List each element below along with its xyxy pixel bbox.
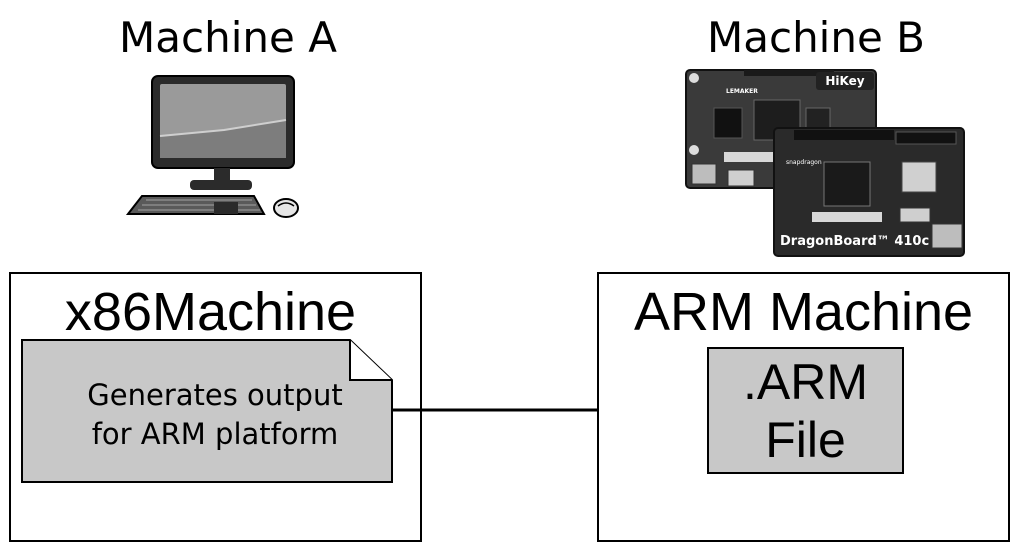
hikey-label: HiKey <box>825 74 864 88</box>
document-note-shape <box>21 339 393 483</box>
arm-boards-image: HiKey LEMAKER snapdragon DragonBoard™ 41… <box>685 69 965 257</box>
machine-a-label: Machine A <box>119 13 337 62</box>
snapdragon-label: snapdragon <box>786 159 822 166</box>
desktop-computer-icon <box>125 75 299 218</box>
note-line-1: Generates output <box>87 378 343 412</box>
arm-file-box: .ARM File <box>707 347 904 474</box>
arm-file-text: .ARM File <box>709 353 902 469</box>
lemaker-label: LEMAKER <box>726 88 758 95</box>
arm-file-line-1: .ARM <box>743 354 868 410</box>
arm-machine-title: ARM Machine <box>633 282 974 342</box>
dragonboard-board: snapdragon DragonBoard™ 410c <box>773 127 965 257</box>
note-line-2: for ARM platform <box>91 417 339 451</box>
arm-file-line-2: File <box>765 412 846 468</box>
dragonboard-label: DragonBoard™ 410c <box>780 234 929 249</box>
document-note-text: Generates output for ARM platform <box>40 376 390 454</box>
machine-b-label: Machine B <box>707 13 925 62</box>
x86-machine-title: x86Machine <box>64 282 357 342</box>
